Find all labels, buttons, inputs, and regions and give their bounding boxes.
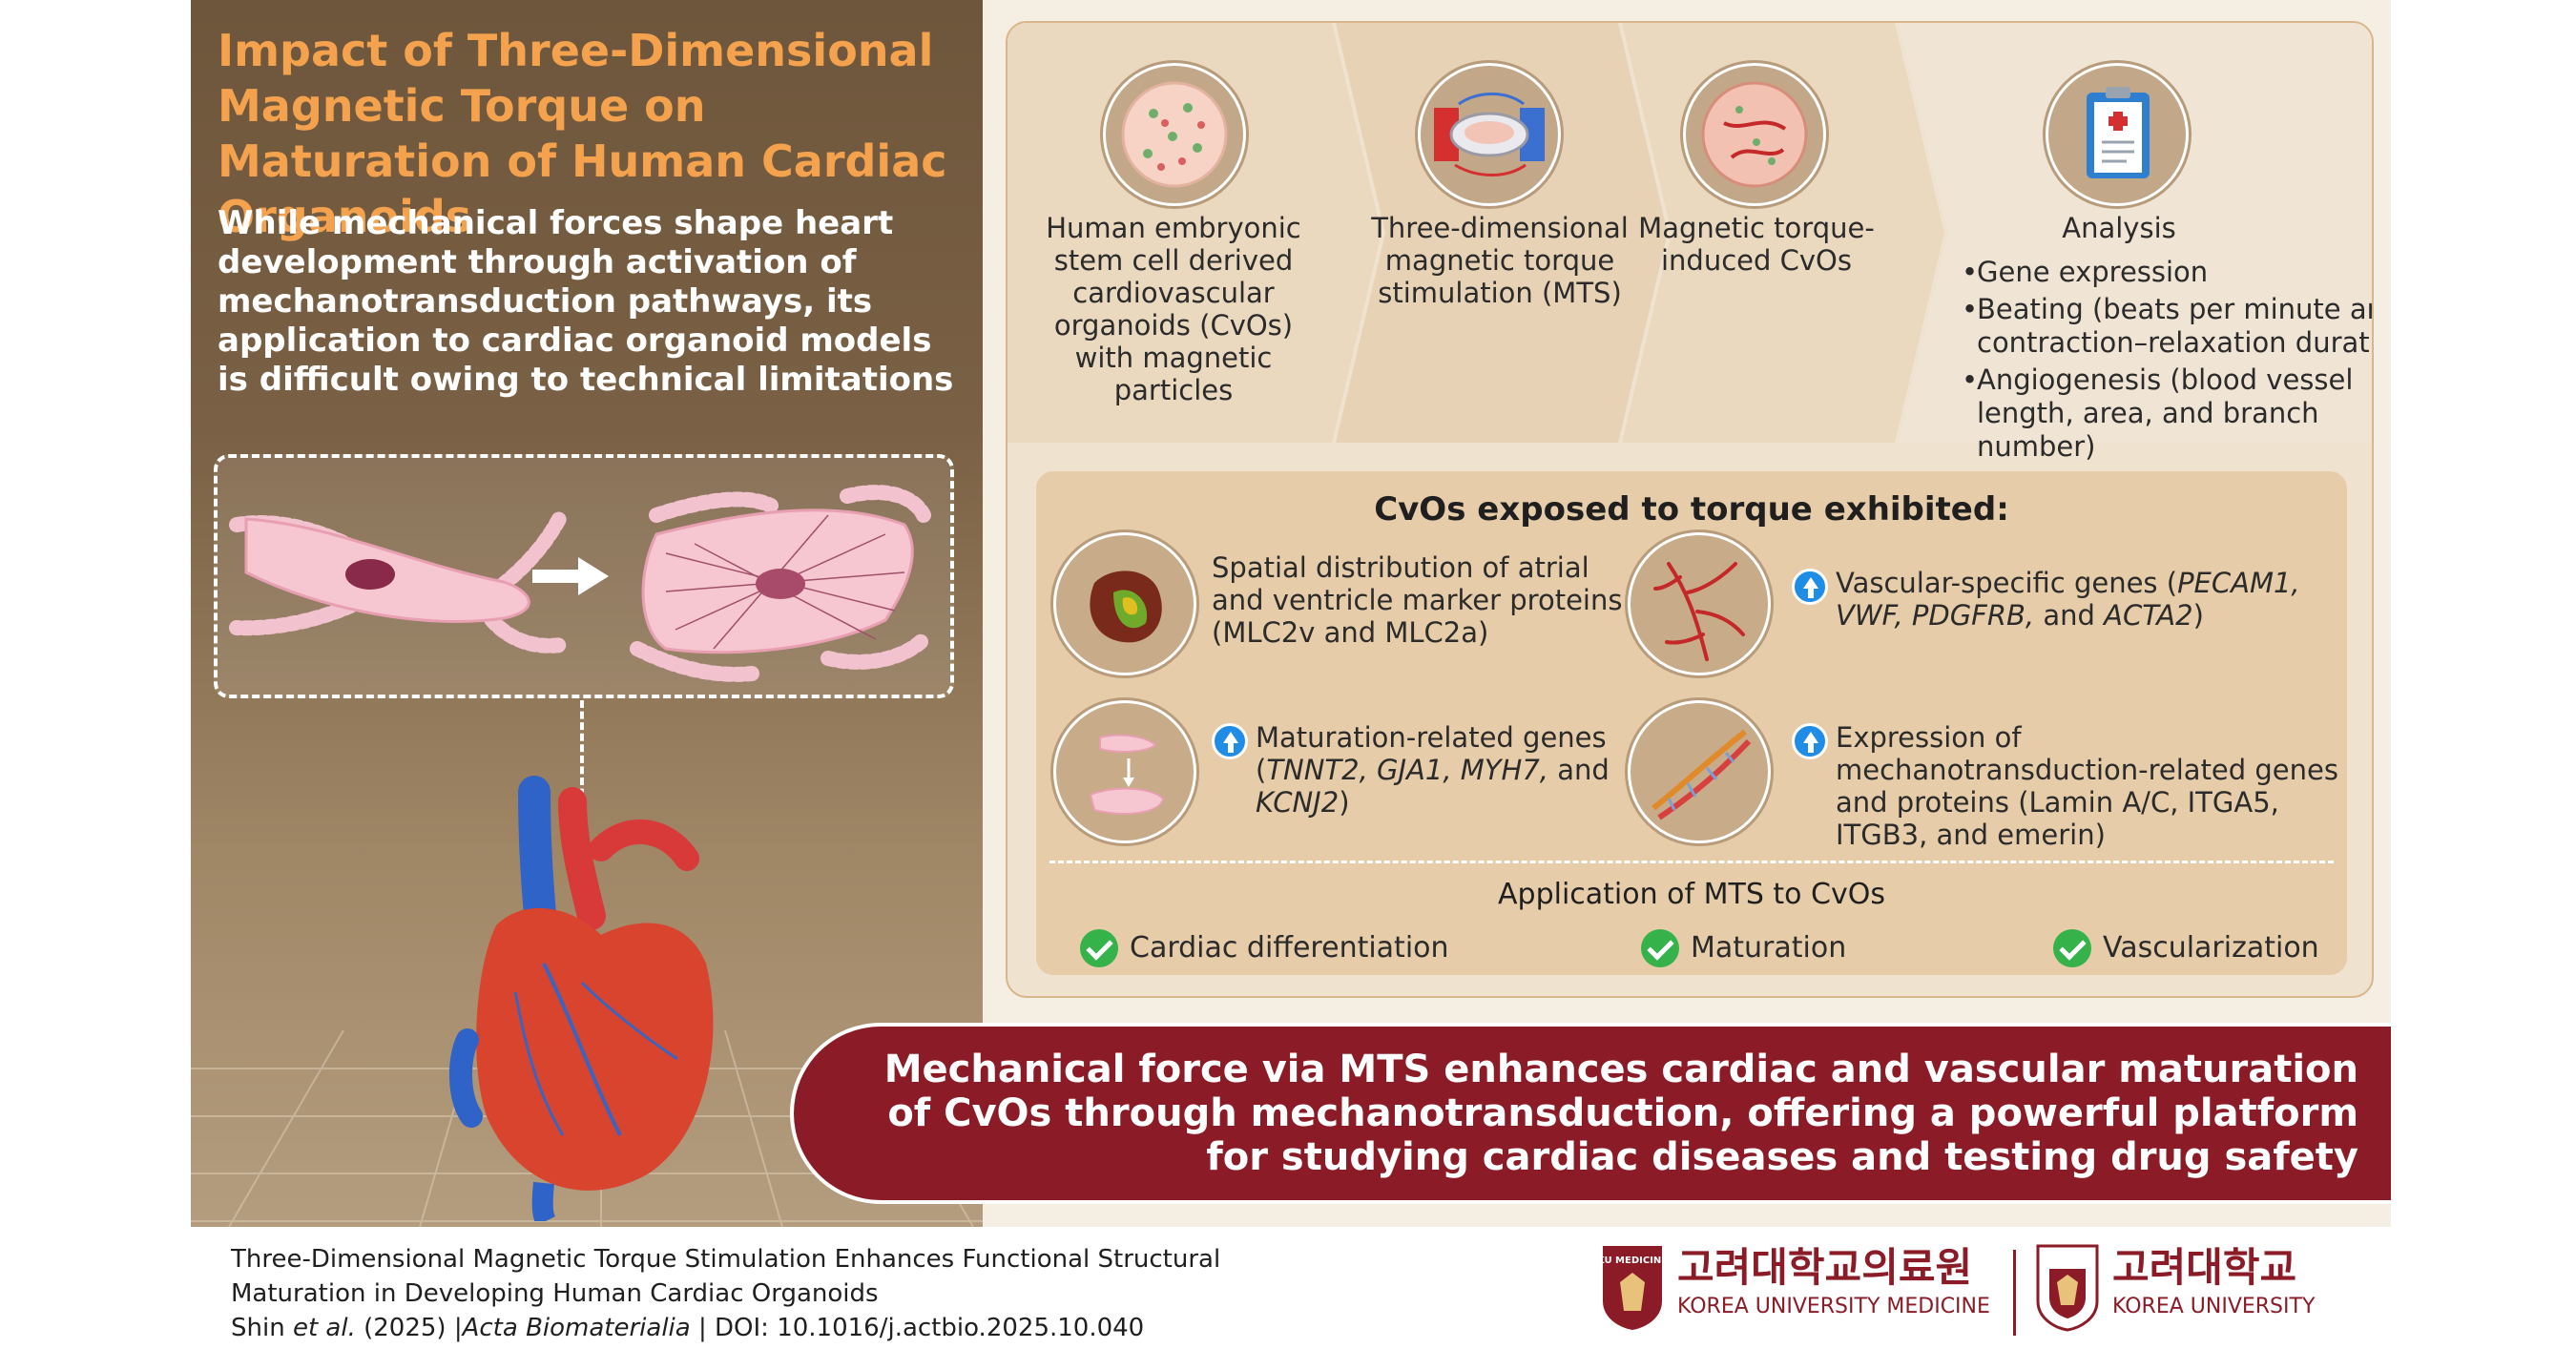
citation-journal: Acta Biomaterialia xyxy=(462,1314,691,1342)
check-icon xyxy=(2053,929,2091,967)
ku-medicine-name-en: KOREA UNIVERSITY MEDICINE xyxy=(1677,1295,1990,1318)
check-icon xyxy=(1080,929,1118,967)
ku-name-ko: 고려대학교 xyxy=(2112,1244,2297,1291)
gene-list: TNNT2, GJA1, MYH7, xyxy=(1266,754,1548,786)
clipboard-icon xyxy=(2046,63,2189,206)
heart-icon xyxy=(449,776,714,1221)
citation-reference: Shin et al. (2025) |Acta Biomaterialia |… xyxy=(231,1311,1471,1345)
connector-line xyxy=(580,700,584,862)
increase-arrow-icon xyxy=(1792,569,1828,605)
step-4-label: Analysis xyxy=(2062,212,2176,244)
citation: Three-Dimensional Magnetic Torque Stimul… xyxy=(231,1242,1471,1345)
cell-stretch-illustration xyxy=(214,454,954,698)
induced-organoid-icon xyxy=(1683,63,1826,206)
application-item: Vascularization xyxy=(2103,931,2319,965)
dna-icon xyxy=(1628,700,1771,843)
organoid-icon xyxy=(1103,63,1246,206)
step-1-label: Human embryonic stem cell derived cardio… xyxy=(1046,212,1301,406)
infographic: Impact of Three-Dimensional Magnetic Tor… xyxy=(191,0,2391,1349)
findings-title: CvOs exposed to torque exhibited: xyxy=(1374,490,2009,529)
increase-arrow-icon xyxy=(1792,723,1828,759)
ku-medicine-logo: KU MEDICINE 고려대학교의료원 KOREA UNIVERSITY ME… xyxy=(1597,1244,2002,1336)
conclusion-text: Mechanical force via MTS enhances cardia… xyxy=(883,1048,2358,1179)
list-item: Gene expression xyxy=(1962,256,2372,289)
finding-text: ) xyxy=(2192,599,2204,632)
ku-logo: 고려대학교 KOREA UNIVERSITY xyxy=(2036,1244,2379,1336)
citation-year: (2025) | xyxy=(355,1314,463,1342)
finding-vascular-genes: Vascular-specific genes (PECAM1, VWF, PD… xyxy=(1836,567,2332,632)
logo-divider xyxy=(2013,1250,2016,1336)
page-title: Impact of Three-Dimensional Magnetic Tor… xyxy=(218,25,947,242)
citation-doi[interactable]: 10.1016/j.actbio.2025.10.040 xyxy=(777,1314,1145,1342)
finding-text: and xyxy=(2034,599,2105,632)
application-title: Application of MTS to CvOs xyxy=(1498,878,1885,911)
finding-text: and xyxy=(1548,754,1610,786)
right-panel: Human embryonic stem cell derived cardio… xyxy=(983,0,2391,1227)
analysis-list: Gene expression Beating (beats per minut… xyxy=(1962,256,2372,467)
citation-etal: et al. xyxy=(292,1314,356,1342)
citation-title: Three-Dimensional Magnetic Torque Stimul… xyxy=(231,1245,1221,1274)
finding-maturation-genes: Maturation-related genes (TNNT2, GJA1, M… xyxy=(1256,721,1628,819)
footer: Three-Dimensional Magnetic Torque Stimul… xyxy=(191,1227,2391,1349)
step-3-label: Magnetic torque-induced CvOs xyxy=(1638,212,1875,277)
finding-marker-proteins: Spatial distribution of atrial and ventr… xyxy=(1212,551,1623,649)
marker-protein-icon xyxy=(1053,532,1196,675)
ku-shield-icon xyxy=(2036,1244,2099,1332)
ku-medicine-name-ko: 고려대학교의료원 xyxy=(1677,1244,1973,1291)
list-item: Beating (beats per minute and contractio… xyxy=(1962,293,2372,360)
finding-mechanotransduction: Expression of mechanotransduction-relate… xyxy=(1836,721,2338,851)
magnet-stimulation-icon xyxy=(1418,63,1561,206)
left-panel: Impact of Three-Dimensional Magnetic Tor… xyxy=(191,0,983,1227)
ku-medicine-badge-icon: KU MEDICINE xyxy=(1597,1246,1668,1330)
conclusion-banner: Mechanical force via MTS enhances cardia… xyxy=(790,1023,2391,1204)
step-2-label: Three-dimensional magnetic torque stimul… xyxy=(1371,212,1629,309)
finding-text: Vascular-specific genes ( xyxy=(1836,567,2178,599)
blood-vessel-icon xyxy=(1628,532,1771,675)
application-item: Maturation xyxy=(1691,931,1847,965)
divider xyxy=(1049,861,2334,863)
workflow-card: Human embryonic stem cell derived cardio… xyxy=(1006,21,2374,998)
check-icon xyxy=(1641,929,1679,967)
gene-list: PECAM1, VWF, PDGFRB, xyxy=(1836,567,2300,632)
increase-arrow-icon xyxy=(1212,723,1248,759)
ku-name-en: KOREA UNIVERSITY xyxy=(2112,1295,2316,1318)
finding-text: ) xyxy=(1339,786,1350,819)
svg-text:KU MEDICINE: KU MEDICINE xyxy=(1601,1256,1664,1266)
cell-elongation-icon xyxy=(229,485,931,682)
list-item: Angiogenesis (blood vessel length, area,… xyxy=(1962,363,2372,464)
gene-list: ACTA2 xyxy=(2104,599,2193,632)
intro-text: While mechanical forces shape heart deve… xyxy=(218,204,954,399)
application-item: Cardiac differentiation xyxy=(1130,931,1449,965)
finding-text: Maturation-related genes ( xyxy=(1256,721,1607,786)
citation-doi-label: | DOI: xyxy=(690,1314,778,1342)
gene-list: KCNJ2 xyxy=(1256,786,1340,819)
citation-title: Maturation in Developing Human Cardiac O… xyxy=(231,1279,879,1308)
findings-card: CvOs exposed to torque exhibited: Spatia… xyxy=(1036,471,2347,975)
citation-author: Shin xyxy=(231,1314,285,1342)
cell-maturation-icon xyxy=(1053,700,1196,843)
